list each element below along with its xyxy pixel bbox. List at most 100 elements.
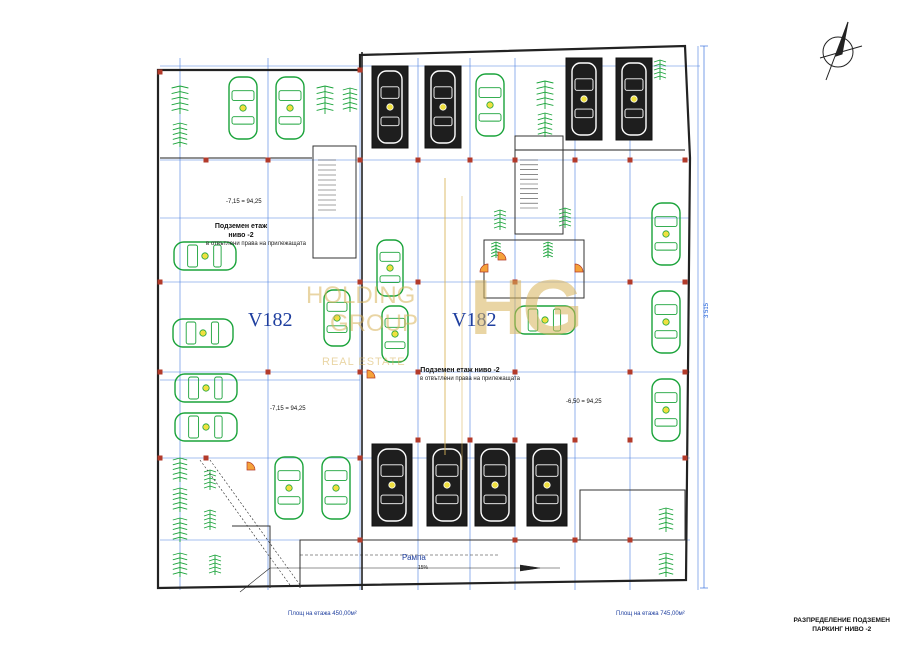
car-icon: [376, 239, 404, 297]
car-icon: [377, 448, 407, 522]
column: [357, 157, 363, 163]
column: [415, 369, 421, 375]
tree-icon: [558, 207, 572, 228]
car-icon: [480, 448, 510, 522]
ramp-label: Рампа: [402, 553, 426, 562]
column: [357, 537, 363, 543]
parking-bays: [371, 57, 653, 527]
tree-icon: [316, 85, 334, 114]
doors: [246, 251, 584, 471]
tree-icon: [171, 85, 189, 114]
tree-icon: [493, 209, 507, 230]
car-icon: [432, 448, 462, 522]
car-icon: [430, 70, 456, 144]
floor-note-left: Подземен етаж ниво -2 в отвътлени права …: [206, 222, 306, 249]
car-icon: [571, 62, 597, 136]
car-icon: [377, 70, 403, 144]
column: [203, 157, 209, 163]
column: [682, 279, 688, 285]
tree-icon: [653, 59, 667, 80]
tree-icon: [172, 122, 188, 147]
columns: [157, 67, 688, 543]
column: [357, 67, 363, 73]
ramp: [199, 459, 560, 593]
floor-note-left-sub: в отвътлени права на прилежащата: [206, 241, 306, 247]
column: [157, 455, 163, 461]
column: [157, 69, 163, 75]
car-icon: [174, 373, 238, 403]
ramp-slope: 15%: [418, 565, 429, 571]
car-icon: [173, 241, 237, 271]
cars: [172, 73, 681, 520]
column: [467, 157, 473, 163]
column: [572, 537, 578, 543]
watermark-line1: HOLDING: [306, 282, 416, 309]
tree-icon: [491, 241, 501, 258]
sheet-title-line1: РАЗПРЕДЕЛЕНИЕ ПОДЗЕМЕН: [793, 617, 890, 624]
tree-icon: [203, 469, 217, 490]
watermark-line3: REAL ESTATE: [322, 356, 406, 368]
column: [682, 455, 688, 461]
column: [682, 369, 688, 375]
floor-note-right-sub: в отвътлени права на прилежащата: [420, 376, 520, 382]
column: [572, 157, 578, 163]
tree-icon: [658, 552, 674, 577]
tree-icon: [342, 87, 358, 112]
car-icon: [228, 76, 258, 140]
column: [415, 279, 421, 285]
car-icon: [651, 290, 681, 354]
watermark-monogram: HG: [470, 263, 583, 351]
sheet-title-line2: ПАРКИНГ НИВО -2: [812, 626, 872, 633]
car-icon: [651, 378, 681, 442]
car-icon: [321, 456, 351, 520]
column: [415, 437, 421, 443]
column: [627, 279, 633, 285]
tree-icon: [536, 80, 554, 109]
column: [203, 455, 209, 461]
column: [682, 157, 688, 163]
level-mark-2: -7,15 = 94,25: [270, 406, 306, 412]
trees: [171, 59, 674, 577]
column: [627, 369, 633, 375]
tree-icon: [172, 457, 188, 482]
sheet-title: РАЗПРЕДЕЛЕНИЕ ПОДЗЕМЕН ПАРКИНГ НИВО -2: [794, 616, 890, 634]
column: [357, 279, 363, 285]
stairs: [318, 159, 538, 211]
column: [512, 437, 518, 443]
watermark-logo: [444, 178, 463, 470]
tree-icon: [658, 507, 674, 532]
car-icon: [621, 62, 647, 136]
column: [357, 455, 363, 461]
car-icon: [514, 305, 576, 335]
column: [512, 369, 518, 375]
floor-note-right: Подземен етаж ниво -2 в отвътлени права …: [420, 366, 520, 384]
column: [357, 369, 363, 375]
column: [415, 157, 421, 163]
column: [627, 437, 633, 443]
tree-icon: [172, 552, 188, 577]
column: [157, 279, 163, 285]
dimension-line: [700, 45, 708, 589]
car-icon: [381, 305, 409, 363]
walls: [156, 44, 692, 590]
column: [265, 369, 271, 375]
column: [627, 537, 633, 543]
floor-note-right-title: Подземен етаж ниво -2: [420, 367, 500, 374]
tree-icon: [543, 241, 553, 258]
car-icon: [532, 448, 562, 522]
tree-icon: [537, 112, 553, 137]
level-mark-3: -6,50 = 94,25: [566, 399, 602, 405]
area-right: Площ на етажа 745,00м²: [616, 611, 685, 617]
north-arrow-icon: [819, 21, 863, 81]
column: [572, 437, 578, 443]
column: [512, 157, 518, 163]
tree-icon: [172, 517, 188, 542]
column: [512, 279, 518, 285]
dimension-total: 3 515: [704, 302, 710, 318]
tree-icon: [208, 554, 222, 575]
car-icon: [274, 456, 304, 520]
section-label-right: V182: [452, 309, 497, 331]
area-left: Площ на етажа 450,00м²: [288, 611, 357, 617]
column: [157, 369, 163, 375]
